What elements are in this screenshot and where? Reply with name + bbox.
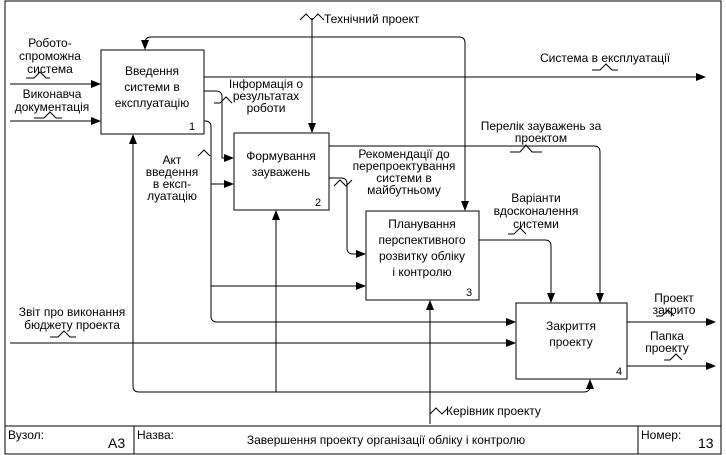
arrow-improvement-options[interactable] bbox=[479, 239, 555, 303]
arrow-redesign-recs[interactable] bbox=[329, 177, 366, 258]
label-act-4: луатацію bbox=[147, 189, 197, 203]
box-1-number: 1 bbox=[189, 121, 195, 133]
label-project-folder-2: проекту bbox=[645, 341, 689, 355]
label-improvement-3: системи bbox=[513, 217, 559, 231]
box-2-number: 2 bbox=[315, 197, 321, 209]
label-act-3: в експ- bbox=[153, 177, 191, 191]
box-3-line-1: Планування bbox=[388, 217, 456, 231]
box-4-line-1: Закриття bbox=[546, 319, 596, 333]
footer-number-value: 13 bbox=[698, 435, 714, 451]
label-project-folder-1: Папка bbox=[650, 329, 684, 343]
label-redesign-recs-4: майбутньому bbox=[367, 183, 441, 197]
box-3-number: 3 bbox=[466, 287, 472, 299]
arrow-project-manager[interactable] bbox=[129, 134, 431, 424]
label-project-closed-2: закрито bbox=[653, 303, 696, 317]
label-tech-project: Технічний проект bbox=[324, 12, 420, 26]
box-3-line-3: розвитку обліку bbox=[379, 249, 465, 263]
box-3-line-4: і контролю bbox=[392, 265, 451, 279]
footer-number-label: Номер: bbox=[641, 428, 681, 442]
footer-node-label: Вузол: bbox=[8, 428, 44, 442]
arrow-work-results[interactable] bbox=[204, 90, 234, 162]
arrow-act[interactable] bbox=[204, 120, 234, 188]
box-2-remarks[interactable]: Формування зауважень 2 bbox=[233, 132, 330, 211]
label-act-1: Акт bbox=[163, 153, 182, 167]
arrow-remarks-list[interactable] bbox=[329, 145, 604, 303]
label-project-manager: Керівник проекту bbox=[446, 404, 541, 418]
label-squiggles bbox=[26, 13, 683, 415]
box-1-line-2: системи в bbox=[124, 80, 179, 94]
box-1-line-1: Введення bbox=[125, 64, 179, 78]
label-system-in-operation: Система в експлуатації bbox=[540, 51, 671, 65]
label-project-closed-1: Проект bbox=[654, 291, 694, 305]
box-2-line-2: зауважень bbox=[252, 165, 311, 179]
label-redesign-recs-2: перепроектування bbox=[353, 159, 456, 173]
box-4-closing[interactable]: Закриття проекту 4 bbox=[515, 302, 628, 380]
arrow-tech-project[interactable] bbox=[141, 18, 313, 50]
label-budget-report-2: бюджету проекта bbox=[24, 318, 120, 332]
footer: Вузол: А3 Назва: Завершення проекту орга… bbox=[4, 0, 722, 455]
box-1-introduction[interactable]: Введення системи в експлуатацію 1 bbox=[100, 49, 205, 135]
label-robot-system-1: Робото- bbox=[28, 36, 71, 50]
box-3-line-2: перспективного bbox=[378, 233, 465, 247]
footer-name-label: Назва: bbox=[137, 428, 174, 442]
box-1-line-3: експлуатацію bbox=[115, 96, 189, 110]
label-work-results-1: Інформація о bbox=[229, 77, 303, 91]
box-3-planning[interactable]: Планування перспективного розвитку облік… bbox=[365, 210, 480, 301]
label-robot-system-3: система bbox=[27, 62, 73, 76]
label-redesign-recs-3: системи в bbox=[376, 171, 431, 185]
label-work-results-3: роботи bbox=[247, 101, 286, 115]
box-4-line-2: проекту bbox=[549, 335, 593, 349]
label-exec-docs-2: документація bbox=[15, 100, 90, 114]
label-improvement-2: вдосконалення bbox=[494, 204, 579, 218]
label-improvement-1: Варіанти bbox=[511, 191, 561, 205]
label-redesign-recs-1: Рекомендації до bbox=[358, 147, 450, 161]
label-remarks-list-2: проектом bbox=[515, 131, 567, 145]
label-exec-docs-1: Виконавча bbox=[23, 87, 82, 101]
footer-title: Завершення проекту організації обліку і … bbox=[247, 433, 525, 447]
label-remarks-list-1: Перелік зауважень за bbox=[481, 119, 602, 133]
label-act-2: введення bbox=[146, 165, 198, 179]
label-work-results-2: результатах bbox=[233, 89, 299, 103]
box-4-number: 4 bbox=[616, 366, 622, 378]
frame-border bbox=[4, 0, 722, 455]
label-budget-report-1: Звіт про виконання bbox=[19, 305, 126, 319]
label-robot-system-2: спроможна bbox=[19, 49, 81, 63]
box-2-line-1: Формування bbox=[246, 149, 316, 163]
footer-node-value: А3 bbox=[108, 435, 125, 451]
